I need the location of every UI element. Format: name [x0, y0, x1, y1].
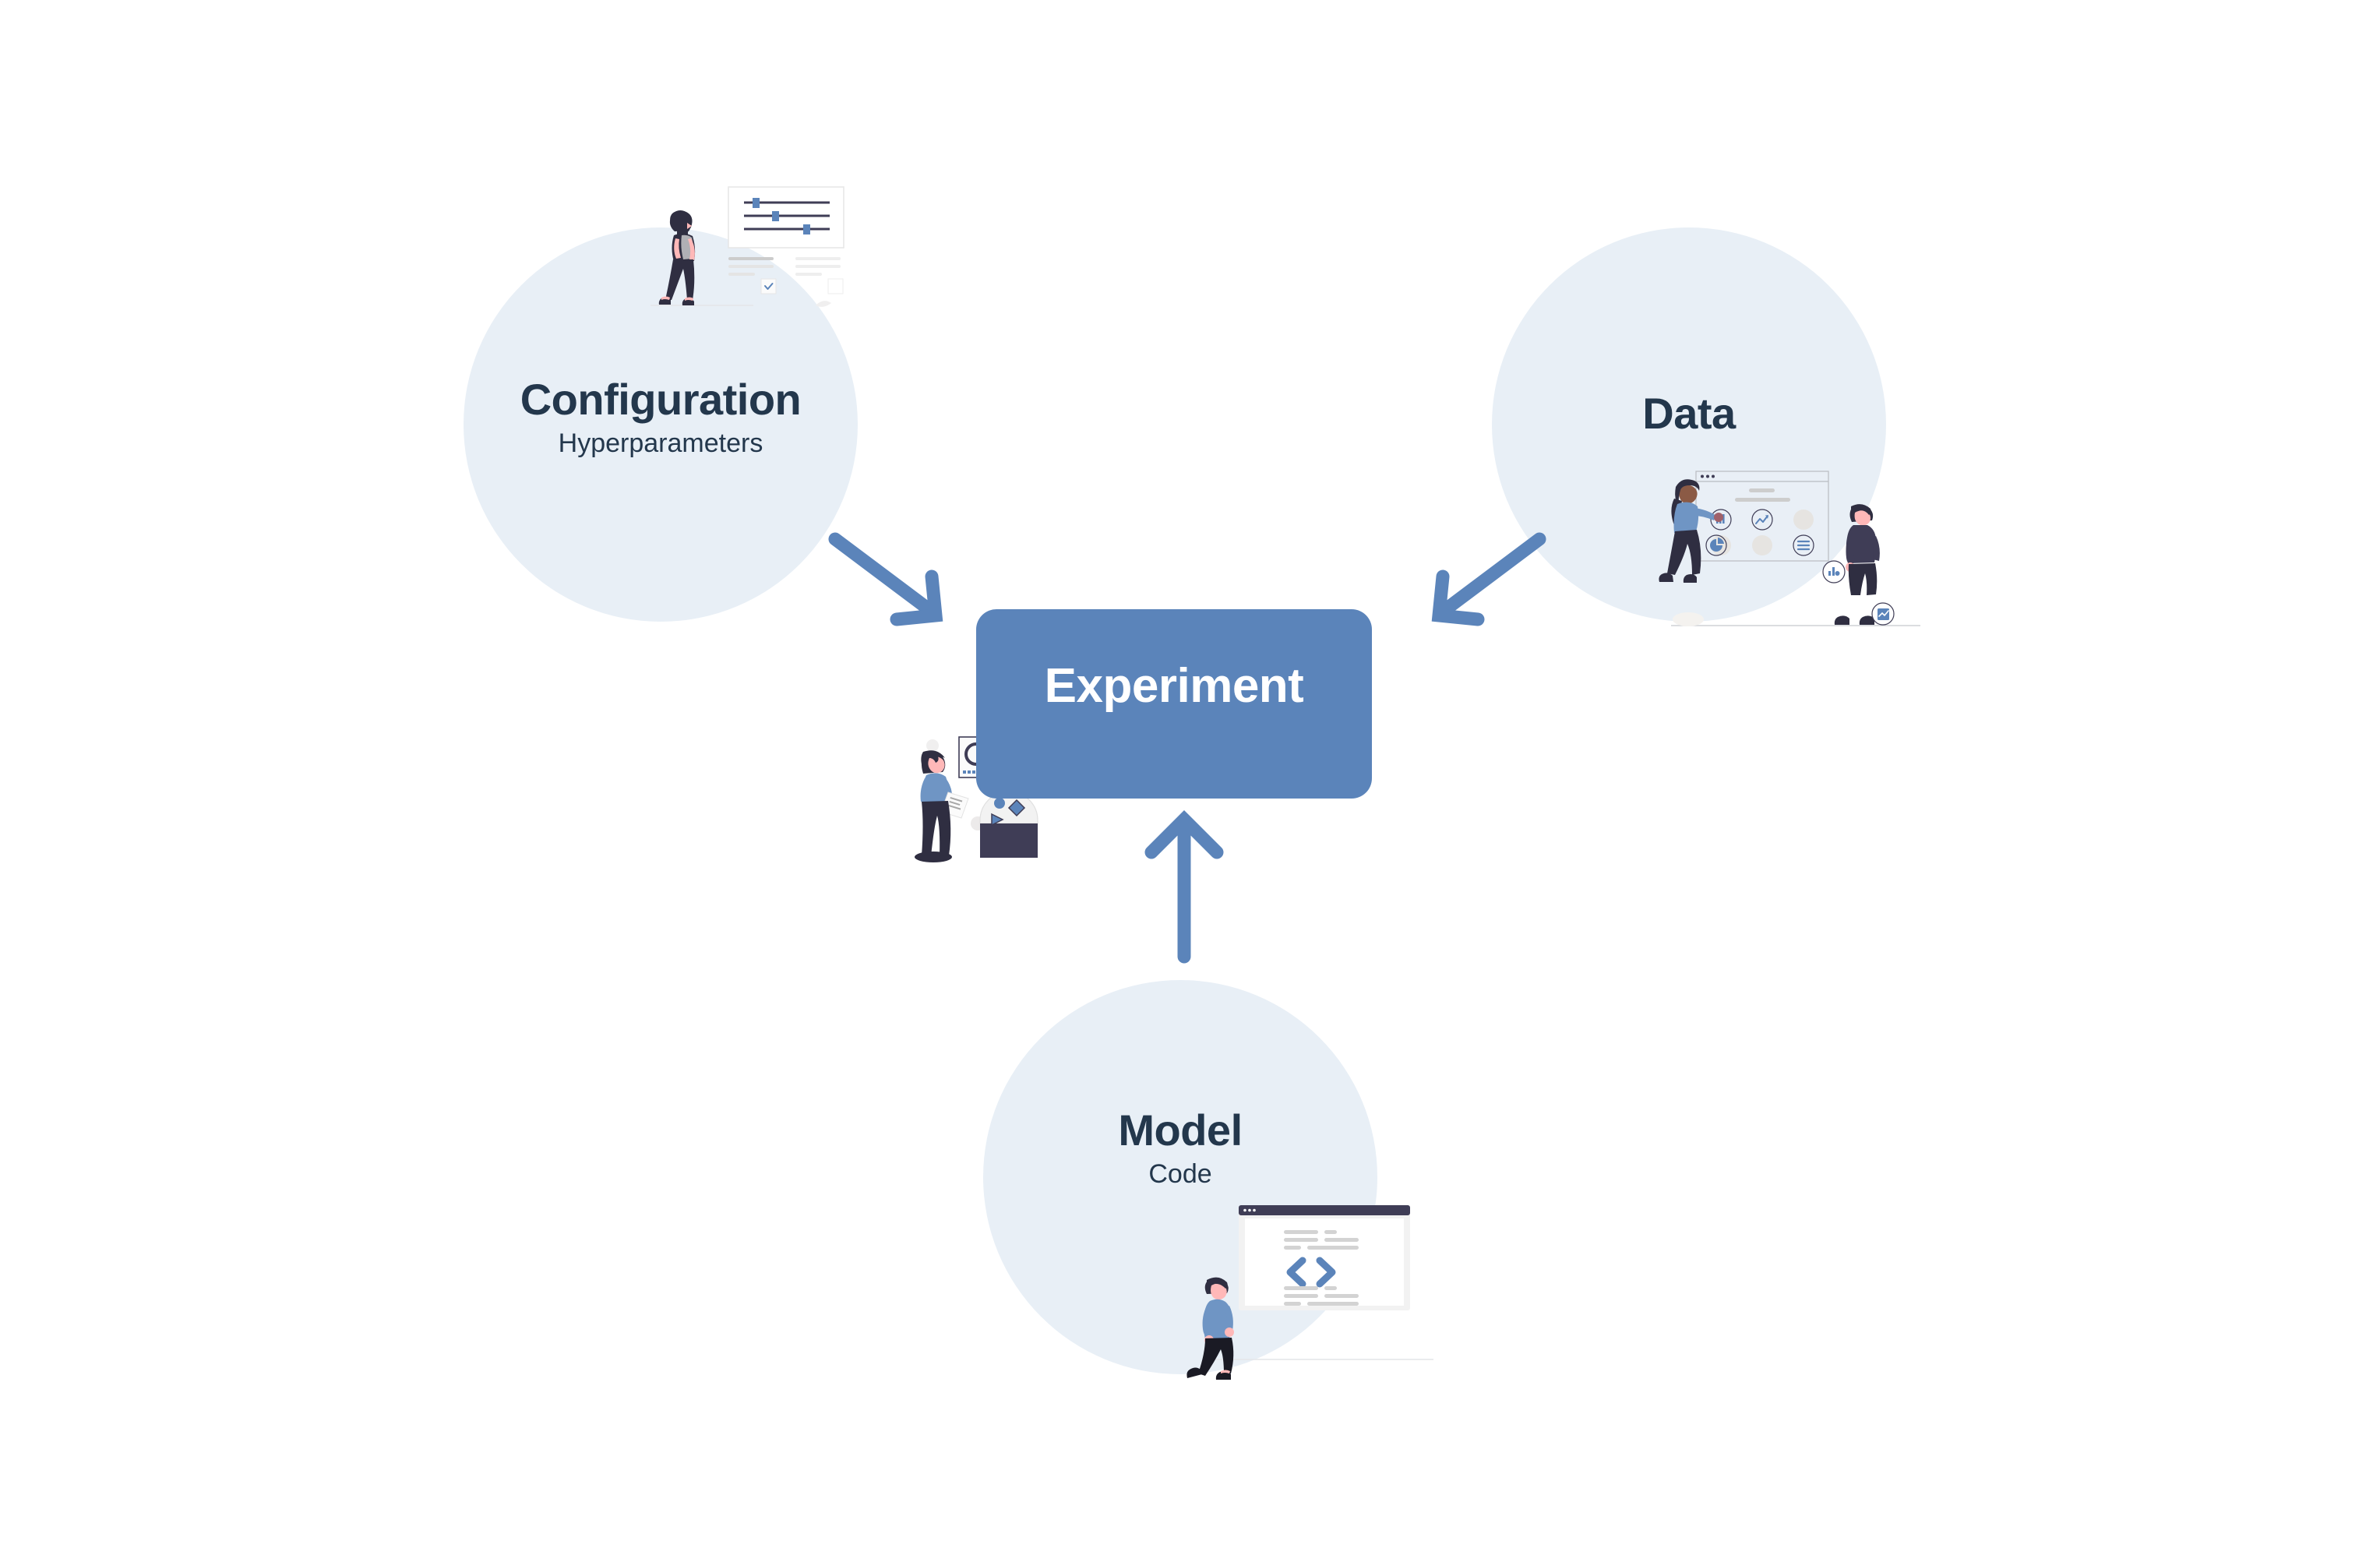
- model-labels: Model Code: [983, 1106, 1377, 1190]
- code-window-icon: [1239, 1205, 1410, 1310]
- person-standing-figure: [1822, 504, 1895, 626]
- arrow-configuration-to-experiment: [828, 532, 943, 626]
- shapes-dome-icon: [979, 791, 1038, 858]
- experiment-label: Experiment: [1044, 659, 1304, 713]
- node-experiment[interactable]: Experiment: [976, 609, 1372, 799]
- model-illustration: [1169, 1200, 1433, 1380]
- data-title: Data: [1642, 389, 1736, 438]
- sliders-panel-icon: [728, 186, 844, 249]
- checkbox-rows-icon: [728, 257, 844, 307]
- experiment-illustration: [900, 728, 1095, 876]
- walking-person-figure: [1186, 1277, 1234, 1380]
- arrow-data-to-experiment: [1431, 532, 1546, 626]
- configuration-illustration: [651, 179, 884, 351]
- arrow-model-to-experiment: [1144, 809, 1224, 964]
- model-title: Model: [1118, 1105, 1243, 1155]
- configuration-labels: Configuration Hyperparameters: [464, 376, 858, 459]
- data-labels: Data: [1492, 390, 1886, 443]
- configuration-title: Configuration: [520, 375, 802, 424]
- person-with-report-figure: [915, 750, 969, 862]
- configuration-subtitle: Hyperparameters: [558, 428, 763, 458]
- data-illustration: [1659, 467, 1920, 635]
- walking-person-figure: [651, 210, 753, 306]
- model-subtitle: Code: [1148, 1158, 1212, 1189]
- person-pointing-figure: [1659, 479, 1723, 626]
- node-configuration[interactable]: [464, 227, 858, 622]
